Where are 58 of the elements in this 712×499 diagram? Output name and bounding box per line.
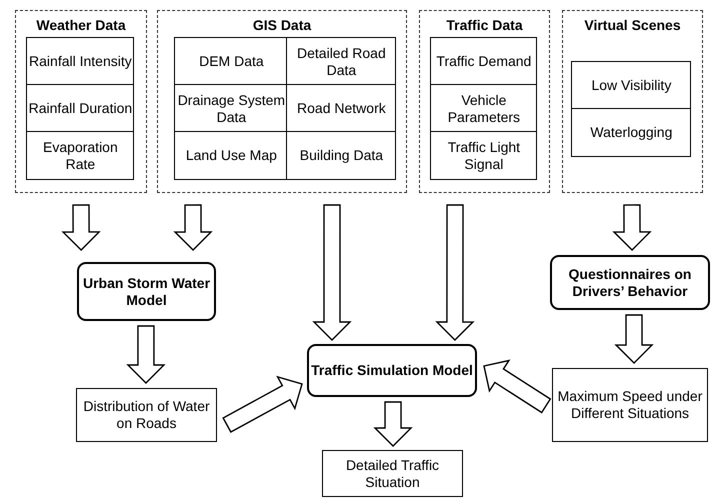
dashed-group-frame xyxy=(562,10,703,193)
block-arrow xyxy=(61,204,101,251)
data-cell xyxy=(430,131,538,180)
node-text: Land Use Map xyxy=(186,147,277,164)
node-text: Waterlogging xyxy=(590,124,672,142)
block-arrow xyxy=(612,204,652,251)
data-cell xyxy=(26,37,134,86)
node-text: DEM Data xyxy=(199,53,264,70)
node-text: Evaporation Rate xyxy=(42,138,119,173)
node-text: Traffic Light Signal xyxy=(446,138,522,173)
result-box xyxy=(552,368,708,442)
node-text: Questionnaires on Drivers’ Behavior xyxy=(568,266,692,300)
result-box xyxy=(322,450,463,497)
node-text: Drainage System Data xyxy=(176,92,286,126)
data-cell xyxy=(286,131,396,180)
block-arrow xyxy=(614,314,654,364)
node-text: Low Visibility xyxy=(591,77,672,94)
dashed-group-frame xyxy=(15,10,147,193)
data-cell xyxy=(26,84,134,134)
data-cell xyxy=(174,131,288,180)
group-heading: Weather Data xyxy=(35,17,127,34)
block-arrow xyxy=(435,204,475,341)
data-cell xyxy=(174,84,288,134)
block-arrow xyxy=(483,360,552,414)
data-cell xyxy=(571,108,692,158)
node-text: Rainfall Intensity xyxy=(29,53,132,70)
block-arrow xyxy=(126,325,166,384)
result-box xyxy=(76,388,217,442)
node-text: Traffic Simulation Model xyxy=(311,362,473,379)
node-text: Detailed Traffic Situation xyxy=(344,456,440,490)
node-text: Vehicle Parameters xyxy=(446,92,522,126)
group-heading: GIS Data xyxy=(252,17,312,34)
data-cell xyxy=(430,37,538,86)
node-text: Building Data xyxy=(300,147,384,164)
dashed-group-frame xyxy=(419,10,550,193)
block-arrow xyxy=(173,204,213,251)
model-box xyxy=(77,262,216,321)
node-text: Urban Storm Water Model xyxy=(82,274,212,308)
block-arrow xyxy=(222,376,303,433)
node-text: Road Network xyxy=(297,100,386,118)
data-cell xyxy=(286,84,396,134)
node-text: Distribution of Water on Roads xyxy=(82,398,211,432)
node-text: Detailed Road Data xyxy=(296,44,387,79)
model-box xyxy=(307,344,477,397)
data-cell xyxy=(26,131,134,180)
group-heading: Traffic Data xyxy=(445,17,524,34)
data-cell xyxy=(174,37,288,86)
node-text: Rainfall Duration xyxy=(28,100,132,118)
node-text: Traffic Demand xyxy=(436,53,532,70)
data-cell xyxy=(430,84,538,134)
data-cell xyxy=(571,61,692,110)
model-box xyxy=(550,255,710,310)
dashed-group-frame xyxy=(157,10,407,193)
block-arrow xyxy=(312,204,352,341)
block-arrow xyxy=(373,401,413,447)
data-cell xyxy=(286,37,396,86)
node-text: Maximum Speed under Different Situations xyxy=(556,388,704,422)
group-heading: Virtual Scenes xyxy=(583,17,682,34)
